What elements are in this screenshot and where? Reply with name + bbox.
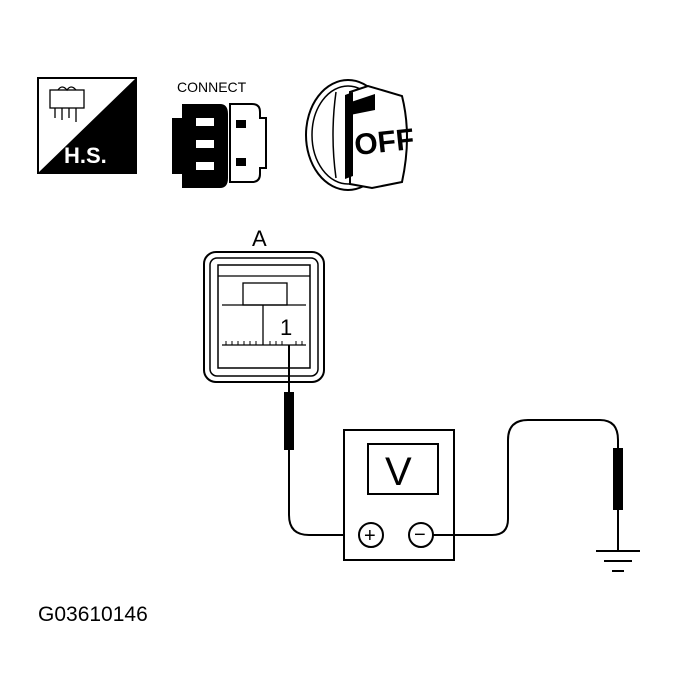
figure-id: G03610146 xyxy=(38,603,148,626)
negative-lead xyxy=(433,419,623,551)
terminal-number: 1 xyxy=(280,315,292,340)
connect-icon: CONNECT xyxy=(172,79,267,188)
harness-side-label: H.S. xyxy=(64,143,107,168)
ignition-off-label: OFF xyxy=(353,123,416,162)
ignition-off-icon: OFF xyxy=(305,79,416,191)
minus-symbol: − xyxy=(414,524,426,546)
harness-side-icon: H.S. xyxy=(37,77,137,174)
connector-letter: A xyxy=(252,226,267,251)
positive-probe xyxy=(284,345,352,536)
connect-label: CONNECT xyxy=(177,79,247,95)
connector-a: A 1 xyxy=(203,226,325,383)
positive-terminal xyxy=(358,522,384,548)
ground-icon xyxy=(596,550,640,572)
meter-display: V xyxy=(385,450,412,494)
plus-symbol: + xyxy=(364,525,376,547)
voltmeter: V + − xyxy=(343,429,455,561)
